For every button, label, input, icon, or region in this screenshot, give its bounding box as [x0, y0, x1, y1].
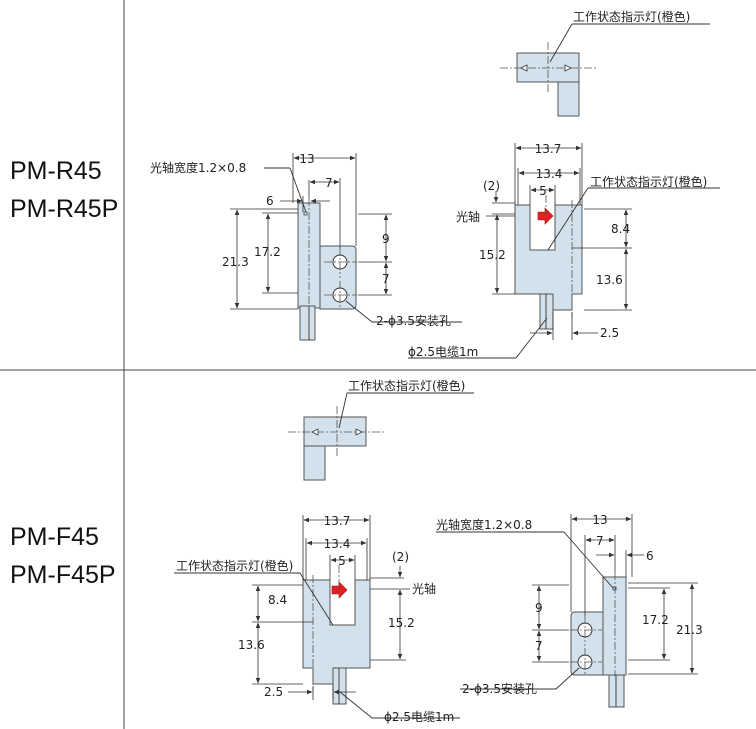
dim-13-top-left: 13	[299, 152, 314, 166]
dim-13-6-bottom: 13.6	[238, 638, 265, 652]
dim-13-4-bottom: 13.4	[324, 537, 351, 551]
indicator-arrow-icon	[331, 581, 348, 599]
model-label-bottom: PM-F45 PM-F45P	[10, 518, 116, 594]
side-view-f45	[436, 514, 698, 708]
dim-13-4-top: 13.4	[536, 167, 563, 181]
dim-13-7-top: 13.7	[535, 142, 562, 156]
dim-15-2-top: 15.2	[479, 248, 506, 262]
dim-9-top-left: 9	[382, 232, 390, 246]
side-view-r45	[230, 153, 462, 341]
mount-holes-label-bottom: 2-ϕ3.5安装孔	[462, 681, 537, 696]
dim-2-5-bottom: 2.5	[264, 685, 283, 699]
dim-2-5-top: 2.5	[600, 326, 619, 340]
top-view-r45	[500, 23, 710, 117]
dim-2-bottom: (2)	[392, 550, 409, 564]
dim-8-4-top: 8.4	[611, 222, 630, 236]
indicator-label-top: 工作状态指示灯(橙色)	[573, 9, 690, 24]
indicator-arrow-icon	[537, 207, 554, 225]
dim-6-top-left: 6	[266, 194, 274, 208]
model-name-pm-f45: PM-F45	[10, 523, 99, 551]
dim-13-bottom-right: 13	[592, 513, 607, 527]
cable-label-top: ϕ2.5电缆1m	[408, 345, 478, 359]
dim-17-2-bottom: 17.2	[642, 613, 669, 627]
dim-7-top-left: 7	[325, 176, 333, 190]
dim-8-4-bottom: 8.4	[268, 593, 287, 607]
cable-label-bottom: ϕ2.5电缆1m	[384, 710, 454, 724]
indicator-label-bottom: 工作状态指示灯(橙色)	[348, 378, 465, 393]
dim-7-bottom-right: 7	[596, 534, 604, 548]
dim-2-top: (2)	[483, 179, 500, 193]
model-name-pm-r45p: PM-R45P	[10, 195, 119, 223]
dim-5-top: 5	[539, 184, 547, 198]
top-view-f45	[288, 392, 474, 481]
dim-7b-bottom-right: 7	[535, 639, 543, 653]
mount-holes-label-top: 2-ϕ3.5安装孔	[376, 313, 451, 328]
model-label-top: PM-R45 PM-R45P	[10, 152, 118, 228]
indicator-label-top-right: 工作状态指示灯(橙色)	[590, 174, 707, 189]
front-view-r45	[408, 143, 720, 359]
indicator-label-bottom-left: 工作状态指示灯(橙色)	[176, 558, 293, 573]
dim-9-bottom-right: 9	[535, 601, 543, 615]
optical-axis-label-bottom: 光轴	[412, 581, 436, 596]
dim-6-bottom-right: 6	[646, 549, 654, 563]
dim-15-2-bottom: 15.2	[388, 616, 415, 630]
dim-21-3-bottom: 21.3	[676, 623, 703, 637]
dim-21-3-top-left: 21.3	[222, 255, 249, 269]
front-view-f45	[174, 515, 460, 719]
dim-17-2-top-left: 17.2	[254, 245, 281, 259]
model-name-pm-r45: PM-R45	[10, 157, 102, 185]
optical-axis-label-top: 光轴	[456, 209, 480, 224]
dim-13-6-top: 13.6	[596, 273, 623, 287]
optical-axis-width-label-top: 光轴宽度1.2×0.8	[150, 160, 246, 175]
optical-axis-width-label-bottom: 光轴宽度1.2×0.8	[436, 517, 532, 532]
dim-7b-top-left: 7	[382, 272, 390, 286]
dim-13-7-bottom: 13.7	[324, 514, 351, 528]
dim-5-bottom: 5	[338, 554, 346, 568]
model-name-pm-f45p: PM-F45P	[10, 561, 116, 589]
